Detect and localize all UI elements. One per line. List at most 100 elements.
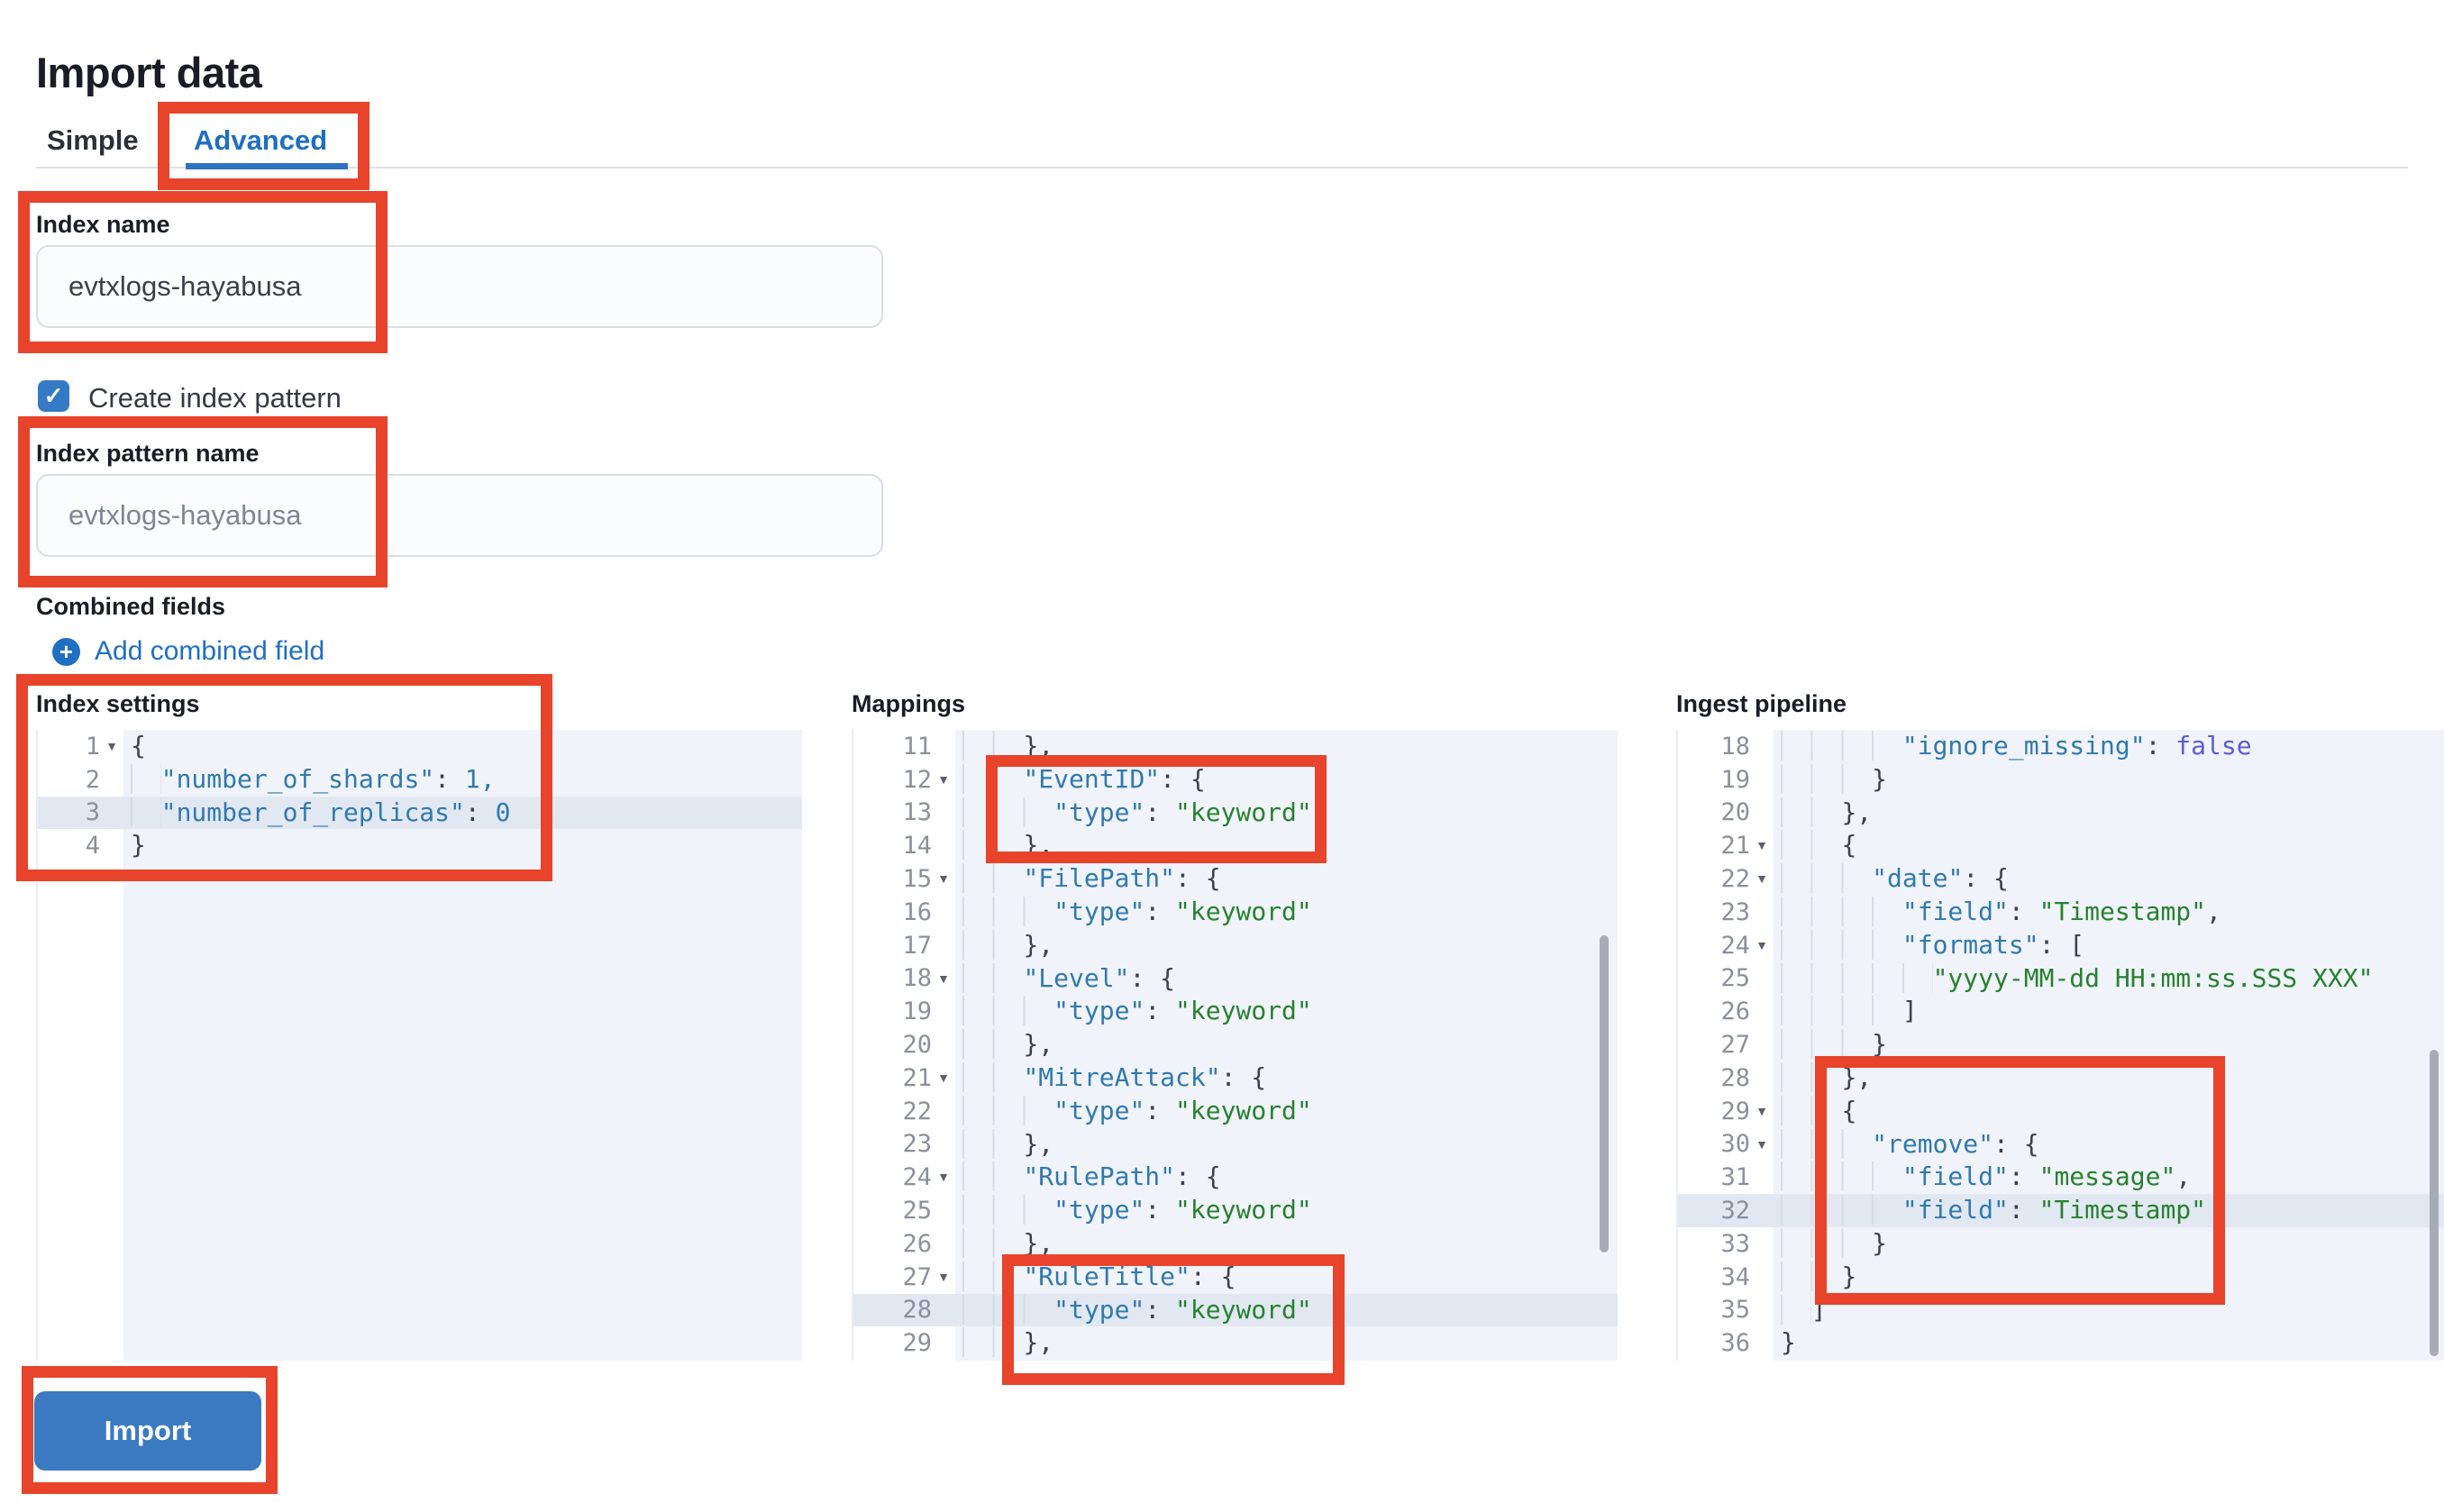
line-number: 21: [1720, 832, 1750, 861]
line-number: 12: [902, 765, 932, 794]
plus-circle-icon: +: [52, 637, 80, 666]
line-number: 25: [902, 1197, 932, 1225]
line-number: 3: [85, 798, 100, 827]
code-line-index-settings-2: 2 "number_of_shards": 1,: [85, 763, 496, 794]
line-number: 18: [1720, 732, 1750, 761]
fold-arrow-icon[interactable]: ▼: [937, 1269, 950, 1284]
line-number: 30: [1720, 1130, 1750, 1159]
fold-arrow-icon[interactable]: ▼: [1755, 838, 1768, 853]
fold-arrow-icon[interactable]: ▼: [1755, 1136, 1768, 1152]
tab-simple[interactable]: Simple: [47, 124, 139, 156]
code-line-mappings-27: 27▼ "RuleTitle": {: [853, 1261, 1618, 1294]
line-number: 24: [902, 1163, 932, 1192]
line-number: 28: [902, 1296, 932, 1325]
code-line-mappings-23: 23 },: [902, 1128, 1054, 1159]
line-number: 11: [902, 732, 932, 761]
fold-arrow-icon[interactable]: ▼: [1755, 1103, 1768, 1118]
code-line-mappings-21: 21▼ "MitreAttack": {: [853, 1061, 1618, 1095]
line-number: 25: [1720, 964, 1750, 993]
import-button[interactable]: Import: [34, 1391, 261, 1471]
add-combined-field-label: Add combined field: [95, 636, 325, 666]
code-line-ingest-pipeline-31: 31 "field": "message",: [1720, 1161, 2192, 1192]
line-number: 17: [902, 931, 932, 960]
line-number: 22: [1720, 865, 1750, 894]
code-line-mappings-15: 15▼ "FilePath": {: [853, 862, 1618, 896]
line-number: 20: [902, 1031, 932, 1060]
code-line-ingest-pipeline-24: 24▼ "formats": [: [1678, 929, 2444, 962]
code-line-ingest-pipeline-28: 28 },: [1720, 1061, 1873, 1092]
fold-arrow-icon[interactable]: ▼: [937, 871, 950, 887]
code-line-mappings-17: 17 },: [902, 929, 1054, 960]
code-line-mappings-19: 19 "type": "keyword": [902, 996, 1312, 1026]
line-number: 32: [1720, 1197, 1750, 1225]
scrollbar-thumb[interactable]: [1600, 935, 1609, 1252]
line-number: 34: [1720, 1262, 1750, 1291]
index-pattern-name-input[interactable]: [36, 474, 883, 557]
code-line-mappings-28: 28 "type": "keyword": [853, 1293, 1618, 1327]
fold-arrow-icon[interactable]: ▼: [937, 970, 950, 986]
line-number: 29: [902, 1329, 932, 1358]
line-number: 23: [1720, 897, 1750, 926]
add-combined-field-link[interactable]: + Add combined field: [52, 636, 324, 667]
code-line-ingest-pipeline-32: 32 "field": "Timestamp": [1678, 1194, 2444, 1227]
fold-arrow-icon[interactable]: ▼: [105, 739, 118, 753]
code-line-mappings-25: 25 "type": "keyword": [902, 1195, 1312, 1225]
combined-fields-label: Combined fields: [36, 593, 226, 620]
code-line-ingest-pipeline-25: 25 "yyyy-MM-dd HH:mm:ss.SSS XXX": [1720, 962, 2374, 993]
line-number: 20: [1720, 798, 1750, 827]
code-line-ingest-pipeline-19: 19 }: [1720, 763, 1888, 794]
index-settings-editor[interactable]: 1▼{2 "number_of_shards": 1,3 "number_of_…: [36, 730, 802, 1361]
scrollbar-thumb[interactable]: [2430, 1050, 2439, 1356]
fold-arrow-icon[interactable]: ▼: [937, 1170, 950, 1185]
code-line-mappings-29: 29 },: [902, 1327, 1054, 1358]
code-line-mappings-26: 26 },: [902, 1227, 1054, 1258]
fold-arrow-icon[interactable]: ▼: [1755, 871, 1768, 887]
line-number: 14: [902, 832, 932, 861]
index-name-input[interactable]: [36, 245, 883, 328]
line-number: 27: [1720, 1031, 1750, 1060]
code-line-ingest-pipeline-27: 27 }: [1720, 1029, 1888, 1060]
line-number: 23: [902, 1130, 932, 1159]
code-line-mappings-13: 13 "type": "keyword": [902, 797, 1312, 827]
code-line-mappings-11: 11 },: [902, 731, 1054, 761]
code-line-ingest-pipeline-21: 21▼ {: [1678, 829, 2444, 862]
code-line-ingest-pipeline-22: 22▼ "date": {: [1678, 862, 2444, 896]
code-line-mappings-18: 18▼ "Level": {: [853, 962, 1618, 996]
line-number: 28: [1720, 1063, 1750, 1092]
code-line-mappings-20: 20 },: [902, 1029, 1054, 1060]
code-line-index-settings-4: 4}: [85, 830, 146, 861]
line-number: 24: [1720, 931, 1750, 960]
fold-arrow-icon[interactable]: ▼: [1755, 937, 1768, 952]
code-line-ingest-pipeline-35: 35 ]: [1720, 1294, 1827, 1325]
line-number: 21: [902, 1063, 932, 1092]
code-line-ingest-pipeline-20: 20 },: [1720, 797, 1873, 827]
code-line-ingest-pipeline-33: 33 }: [1720, 1227, 1888, 1258]
index-pattern-name-label: Index pattern name: [36, 440, 260, 467]
active-tab-underline: [186, 163, 348, 169]
create-index-pattern-label: Create index pattern: [88, 382, 342, 414]
code-line-ingest-pipeline-18: 18 "ignore_missing": false: [1720, 731, 2252, 761]
fold-arrow-icon[interactable]: ▼: [937, 771, 950, 787]
line-number: 27: [902, 1262, 932, 1291]
line-number: 35: [1720, 1296, 1750, 1325]
ingest-pipeline-label: Ingest pipeline: [1676, 690, 1847, 717]
mappings-editor[interactable]: 11 },12▼ "EventID": {13 "type": "keyword…: [852, 730, 1618, 1361]
index-settings-label: Index settings: [36, 690, 200, 717]
line-number: 16: [902, 897, 932, 926]
code-line-ingest-pipeline-36: 36}: [1720, 1327, 1796, 1358]
line-number: 19: [1720, 765, 1750, 794]
code-line-index-settings-3: 3 "number_of_replicas": 0: [38, 796, 802, 830]
code-line-index-settings-1: 1▼{: [38, 730, 802, 763]
line-number: 33: [1720, 1229, 1750, 1258]
line-number: 4: [85, 832, 100, 861]
code-line-mappings-24: 24▼ "RulePath": {: [853, 1161, 1618, 1194]
line-number: 22: [902, 1097, 932, 1125]
fold-arrow-icon[interactable]: ▼: [937, 1070, 950, 1085]
code-line-ingest-pipeline-34: 34 }: [1720, 1261, 1857, 1291]
code-line-ingest-pipeline-29: 29▼ {: [1678, 1095, 2444, 1128]
tab-advanced[interactable]: Advanced: [194, 124, 328, 156]
create-index-pattern-checkbox[interactable]: ✓: [38, 380, 69, 412]
line-number: 29: [1720, 1097, 1750, 1125]
code-line-mappings-22: 22 "type": "keyword": [902, 1095, 1312, 1125]
